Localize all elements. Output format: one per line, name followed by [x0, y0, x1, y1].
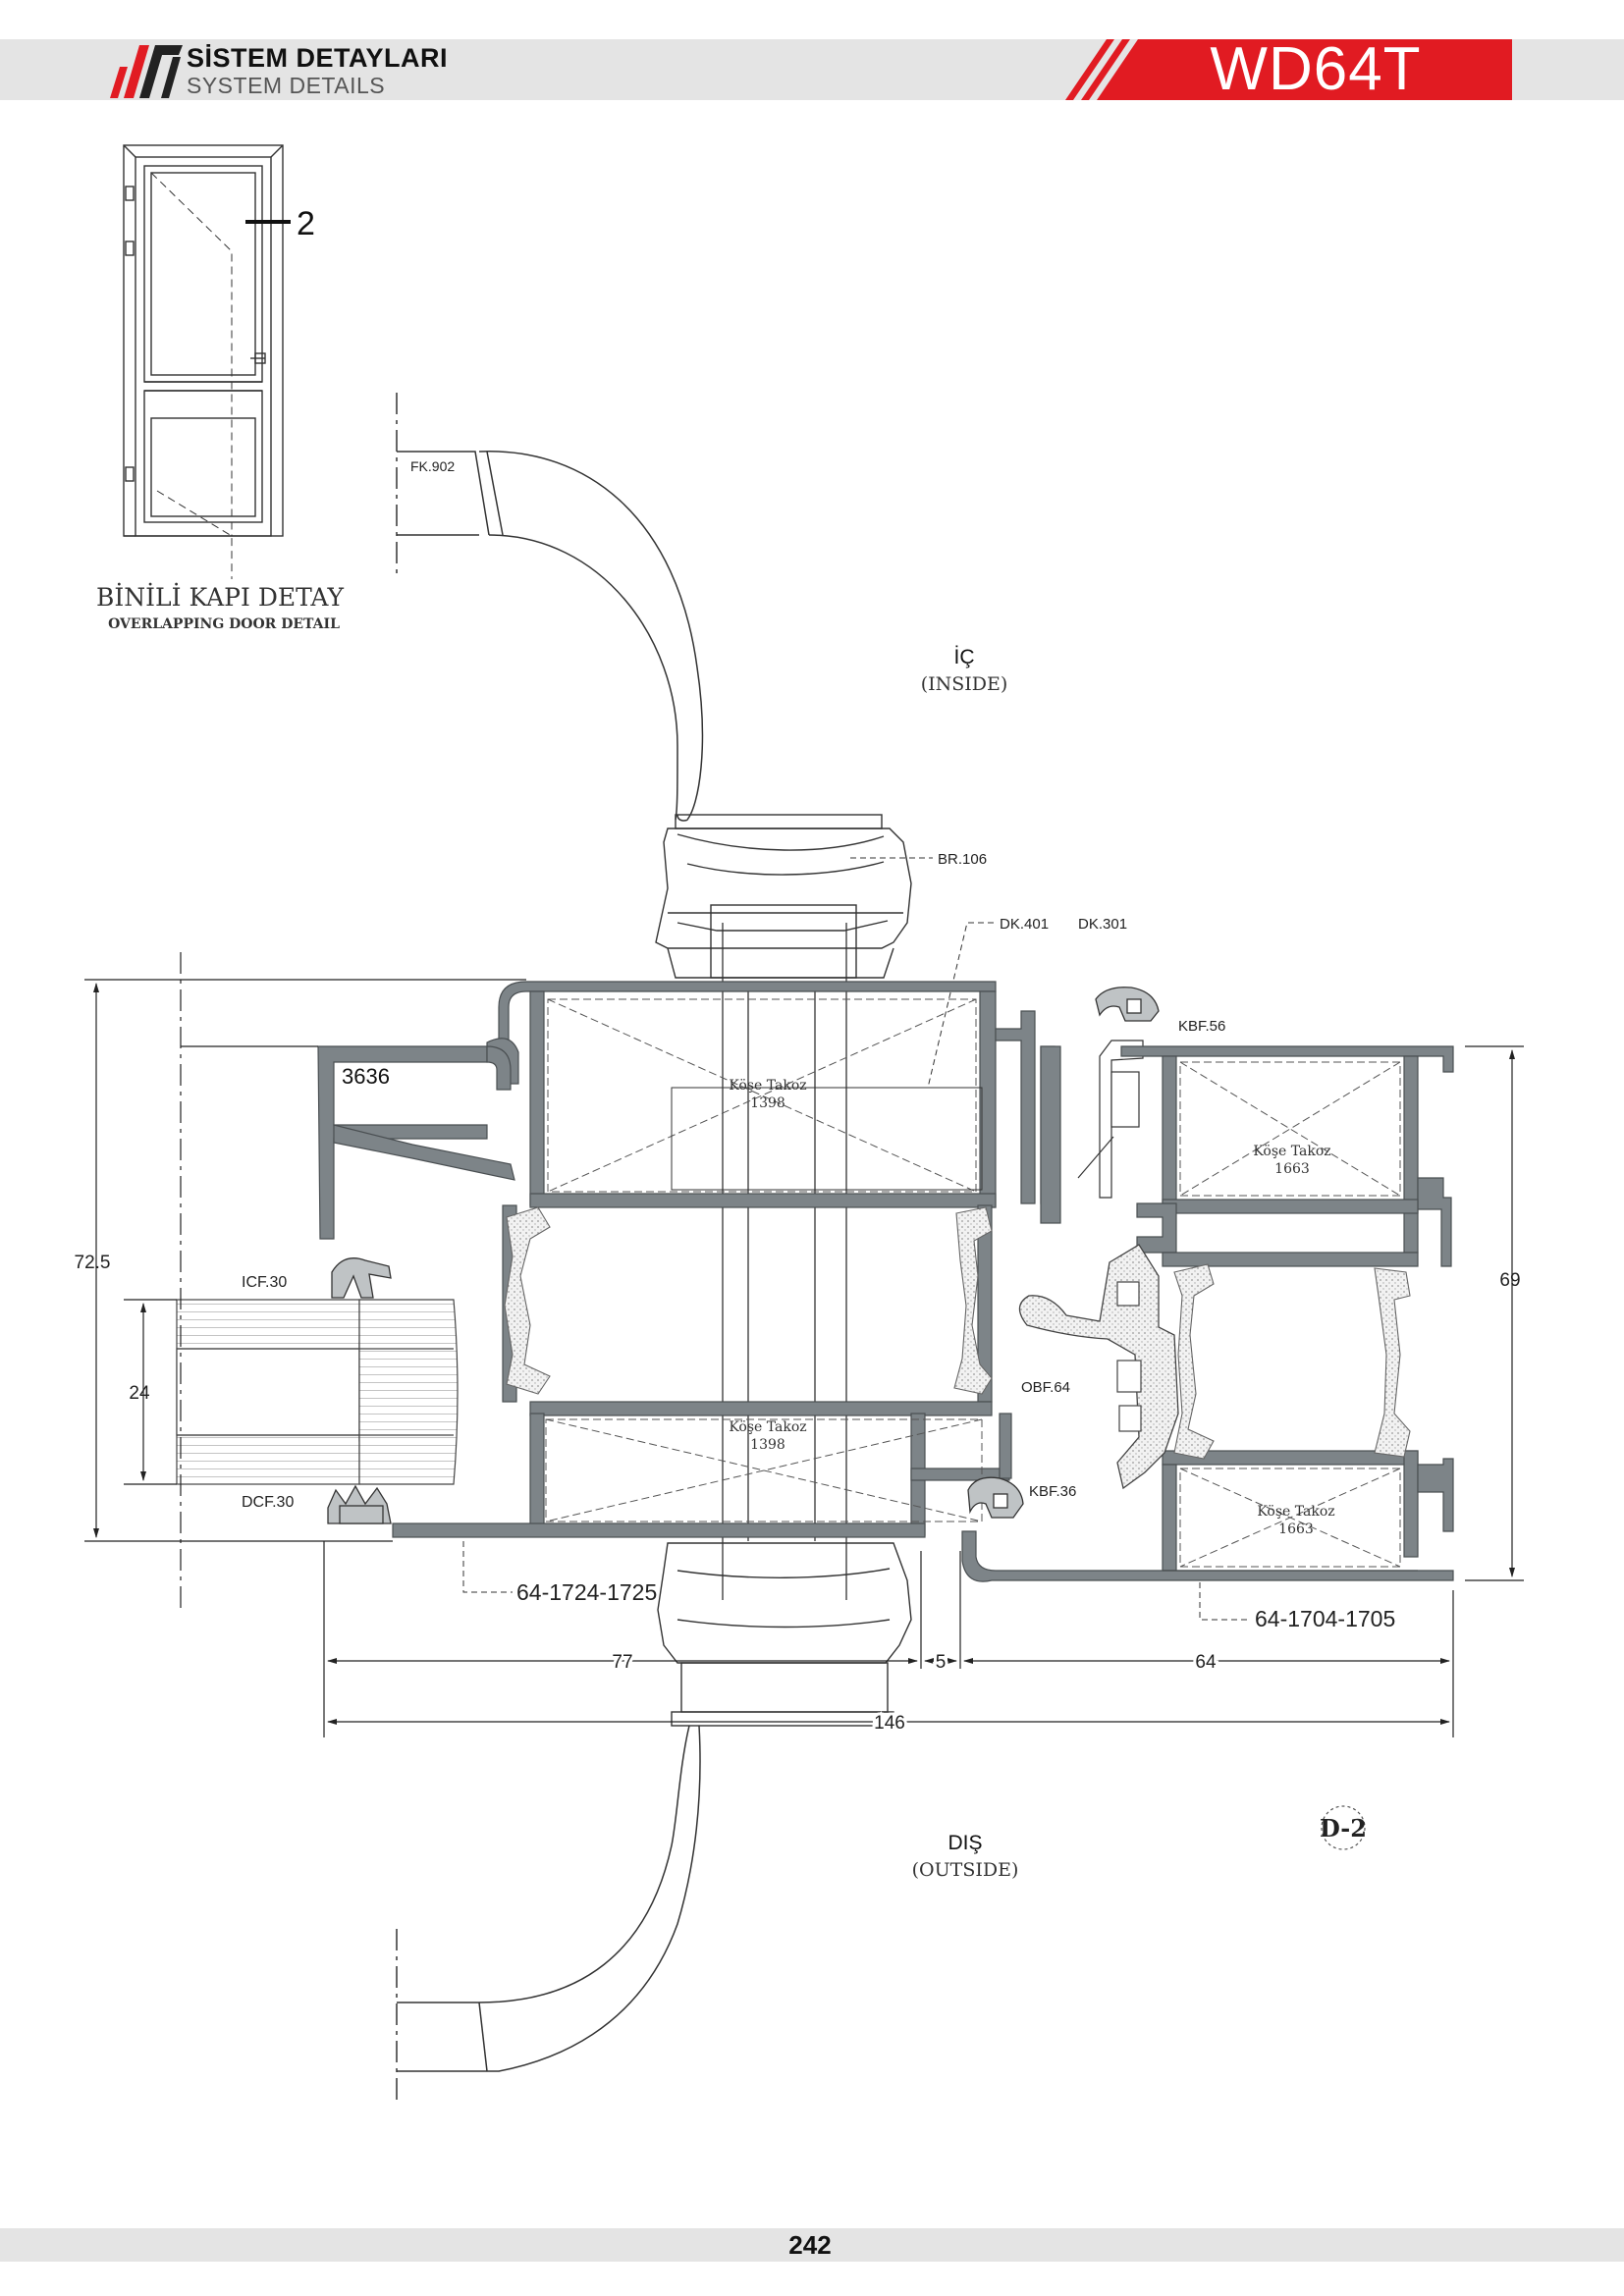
footer-band — [0, 2228, 1624, 2262]
dim-overlap: 5 — [936, 1652, 947, 1673]
dcf-label: DCF.30 — [242, 1494, 294, 1511]
obf64-chambers — [1116, 1281, 1142, 1432]
icf-label: ICF.30 — [242, 1274, 287, 1291]
page-number: 242 — [788, 2230, 832, 2260]
detail-tag: D-2 — [1320, 1805, 1367, 1850]
obf64-label: OBF.64 — [1021, 1379, 1070, 1396]
gasket-obf64 — [1018, 1244, 1179, 1490]
sash-profile-label: 64-1724-1725 — [516, 1579, 657, 1605]
frame-profile — [961, 1045, 1454, 1582]
thermal-break-sash — [504, 1206, 993, 1395]
dk301-label: DK.301 — [1078, 916, 1127, 933]
outside-label-tr: DIŞ — [947, 1832, 982, 1854]
dk401-label: DK.401 — [1000, 916, 1049, 933]
dim-frame-width: 64 — [1195, 1652, 1217, 1673]
gasket-kbf56 — [1095, 987, 1160, 1022]
overlap-rebate — [1040, 1040, 1144, 1224]
spindle — [722, 923, 847, 1600]
inside-label-tr: İÇ — [954, 646, 975, 668]
header-title-tr: SİSTEM DETAYLARI — [187, 43, 449, 73]
dim-frame-height: 69 — [1499, 1270, 1520, 1291]
door-handle-outside — [396, 1725, 701, 2101]
corner-cleat-1663-top — [1179, 1061, 1401, 1197]
corner-1663-top-label: Köşe Takoz — [1253, 1144, 1330, 1159]
handle-rose-inside — [655, 814, 912, 979]
model-code: WD64T — [1210, 35, 1422, 103]
kbf56-label: KBF.56 — [1178, 1018, 1225, 1035]
corner-1398-top-code: 1398 — [750, 1095, 785, 1111]
corner-1398-bottom-code: 1398 — [750, 1437, 785, 1453]
header-title-en: SYSTEM DETAILS — [187, 73, 386, 98]
gasket-dcf — [327, 1484, 392, 1524]
dim-glass: 24 — [129, 1383, 150, 1404]
corner-1663-bottom-label: Köşe Takoz — [1257, 1504, 1334, 1520]
outside-label-en: (OUTSIDE) — [912, 1859, 1019, 1881]
model-tab — [1065, 39, 1512, 100]
section-marker: 2 — [297, 205, 315, 242]
corner-1398-bottom-label: Köşe Takoz — [729, 1419, 806, 1435]
corner-cleat-1398-top — [547, 998, 983, 1193]
corner-1663-bottom-code: 1663 — [1278, 1522, 1314, 1537]
glazing-bead-3636 — [317, 1045, 515, 1240]
thermal-break-frame — [1173, 1263, 1411, 1460]
handle-rose-outside — [657, 1542, 912, 1727]
frame-profile-label: 64-1704-1705 — [1255, 1606, 1395, 1631]
corner-cleat-1663-bottom — [1179, 1468, 1401, 1568]
dim-total-height: 72.5 — [75, 1253, 111, 1273]
dim-total-width: 146 — [874, 1713, 905, 1734]
bead-label: 3636 — [342, 1064, 390, 1089]
corner-1398-top-label: Köşe Takoz — [729, 1078, 806, 1094]
br-label: BR.106 — [938, 851, 987, 868]
gasket-icf — [331, 1257, 392, 1299]
inside-label-en: (INSIDE) — [921, 673, 1008, 695]
kbf36-label: KBF.36 — [1029, 1483, 1076, 1500]
fk-label: FK.902 — [410, 458, 455, 474]
thumbnail-subtitle: OVERLAPPING DOOR DETAIL — [108, 616, 340, 632]
corner-1663-top-code: 1663 — [1274, 1161, 1310, 1177]
dimension-lines — [84, 952, 1524, 1737]
door-thumbnail — [123, 144, 284, 579]
door-handle-inside — [396, 393, 704, 822]
gasket-kbf36 — [967, 1476, 1024, 1519]
glass-unit — [176, 1299, 459, 1485]
dim-sash-width: 77 — [612, 1652, 632, 1673]
thumbnail-title: BİNİLİ KAPI DETAY — [96, 583, 344, 612]
corner-cleat-1398-bottom — [545, 1418, 983, 1522]
sash-profile — [392, 981, 1056, 1538]
company-logo — [110, 45, 183, 98]
detail-tag-text: D-2 — [1320, 1814, 1367, 1842]
